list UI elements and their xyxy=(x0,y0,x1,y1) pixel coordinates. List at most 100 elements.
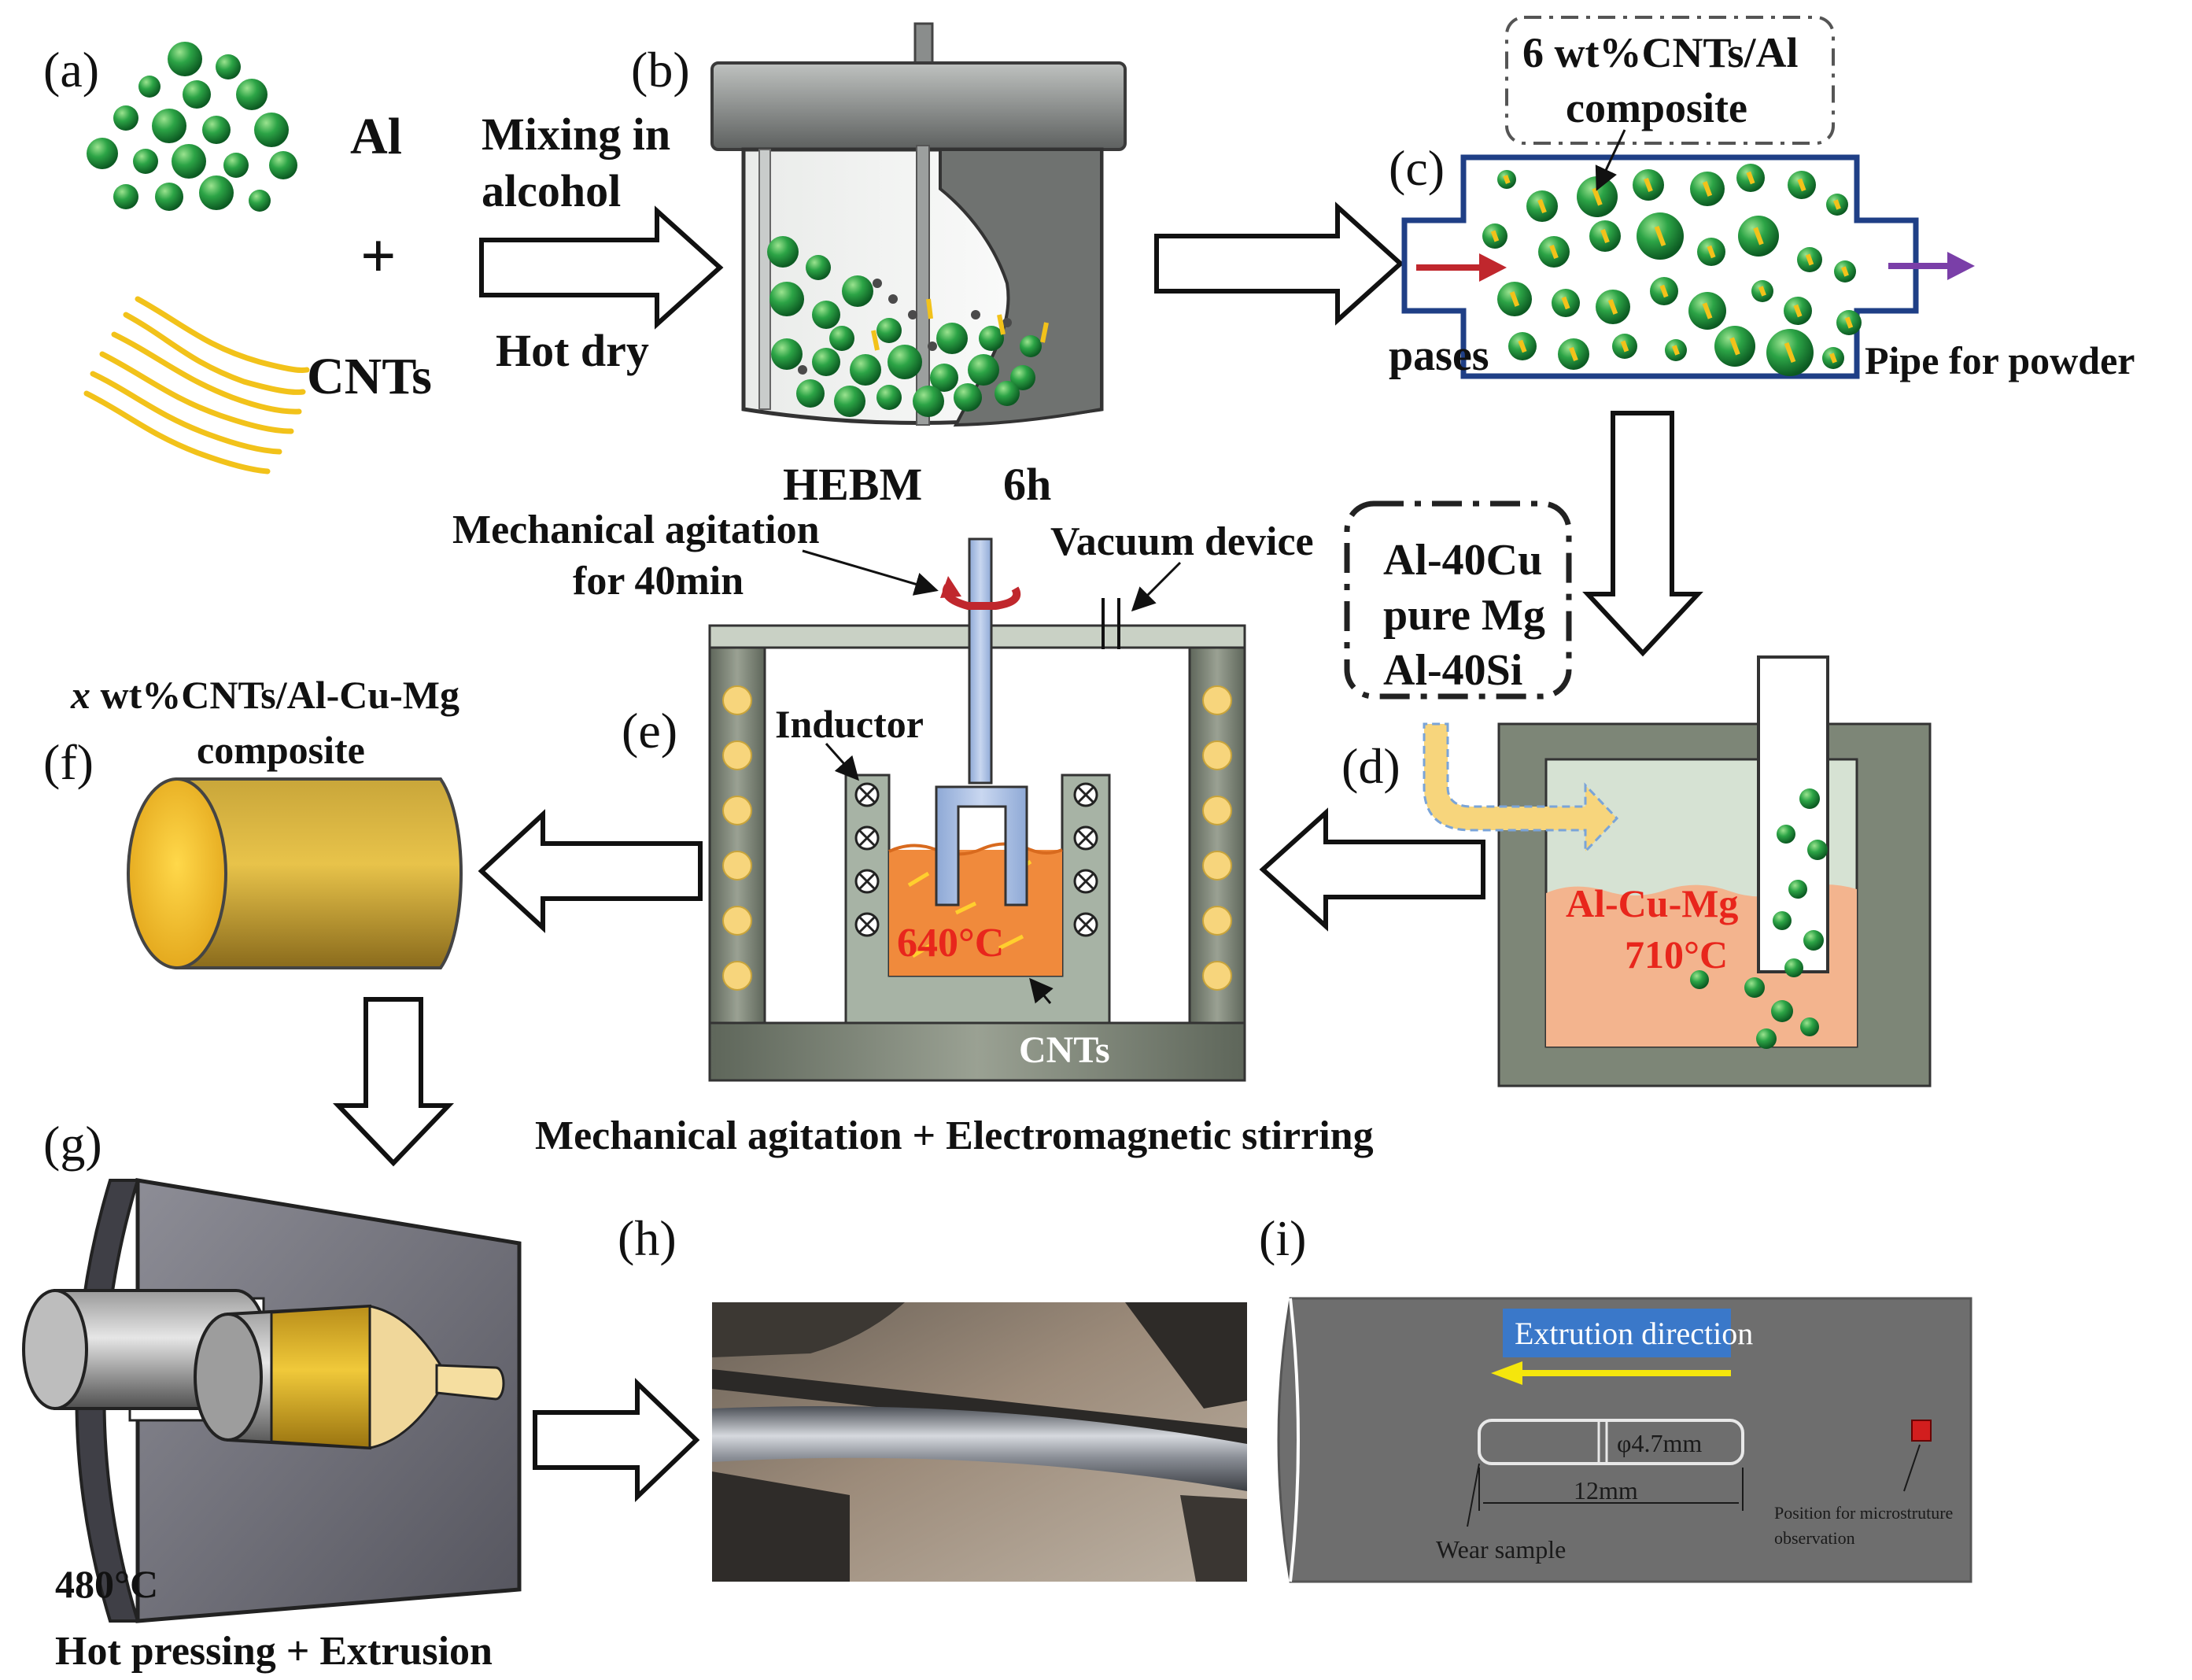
milling-ball xyxy=(930,364,958,392)
al-particle xyxy=(155,183,183,211)
direction-banner xyxy=(1503,1309,1731,1357)
vacuum-label: Vacuum device xyxy=(1050,519,1314,564)
direction-label: Extrution direction xyxy=(1515,1316,1753,1351)
arrow-c-to-d xyxy=(1582,411,1703,657)
milling-media xyxy=(798,365,807,375)
step-h-photo xyxy=(712,1302,1247,1582)
al-particle xyxy=(254,113,289,147)
stirring-paddle xyxy=(935,785,1028,906)
addition-line2: pure Mg xyxy=(1383,591,1545,640)
addition-arrow xyxy=(1423,722,1619,855)
falling-particles xyxy=(1690,788,1828,1049)
stirring-caption: Mechanical agitation + Electromagnetic s… xyxy=(535,1113,1374,1158)
arrow-d-to-e xyxy=(1259,807,1485,932)
melt-e-temp: 640°C xyxy=(897,921,1004,966)
composite-cylinder xyxy=(175,777,463,969)
diameter-label: φ4.7mm xyxy=(1617,1429,1702,1457)
milling-ball xyxy=(1020,335,1042,357)
coil-cross-mark xyxy=(858,916,876,933)
feeding-tube xyxy=(1757,655,1829,973)
panel-label-g: (g) xyxy=(43,1116,102,1172)
falling-particle xyxy=(1784,958,1803,977)
cnt-fragment xyxy=(926,298,933,319)
extrusion-caption: Hot pressing + Extrusion xyxy=(55,1629,493,1674)
falling-particle xyxy=(1771,1000,1793,1022)
panel-labels: (a) (b) (c) (d) (e) (f) (g) (h) (i) xyxy=(43,42,1445,1266)
milling-ball xyxy=(829,326,854,351)
arrow-g-to-h xyxy=(533,1377,700,1503)
cnt-fragment xyxy=(1844,316,1854,329)
al-particle xyxy=(216,54,241,79)
inlet-red-arrow xyxy=(1416,253,1507,282)
step-f-composite: x wt%CNTs/Al-Cu-Mg composite xyxy=(70,673,463,969)
stirring-rod xyxy=(968,537,993,785)
coil-cross-mark xyxy=(858,786,876,803)
falling-particle xyxy=(1788,880,1807,899)
falling-particle xyxy=(1807,840,1828,860)
composite-cylinder-face xyxy=(127,777,227,969)
composite-f-title-line1: x wt%CNTs/Al-Cu-Mg xyxy=(70,673,459,717)
arrow-a-to-b: Mixing in alcohol Hot dry xyxy=(479,109,724,376)
milling-ball xyxy=(812,348,840,376)
al-particle xyxy=(202,116,231,144)
mixing-label-line1: Mixing in xyxy=(482,109,670,160)
composite-title-line2: composite xyxy=(1566,84,1747,131)
cnt-fragment xyxy=(1784,342,1796,364)
melt-d-label: Al-Cu-Mg xyxy=(1566,881,1738,925)
panel-label-e: (e) xyxy=(622,703,677,759)
al-particle xyxy=(223,153,249,178)
milling-ball xyxy=(936,323,968,354)
milling-ball xyxy=(954,383,982,412)
arrow-e-to-f xyxy=(478,809,703,933)
cnt-fragment xyxy=(1702,302,1713,319)
heating-elements-right xyxy=(1202,685,1232,991)
panel-label-d: (d) xyxy=(1341,738,1400,794)
milling-balls xyxy=(767,236,1049,417)
cnt-fragment xyxy=(1607,299,1618,315)
milling-media xyxy=(888,294,898,304)
hebm-label: HEBM xyxy=(783,459,922,510)
al-particle xyxy=(269,151,297,179)
cnt-fragment xyxy=(1490,230,1500,242)
cnt-fragment xyxy=(997,314,1006,335)
arrow-f-to-g xyxy=(332,997,455,1167)
panel-label-i: (i) xyxy=(1259,1210,1306,1266)
length-label: 12mm xyxy=(1574,1476,1638,1505)
melt-d-temp: 710°C xyxy=(1625,932,1728,977)
milling-media xyxy=(873,279,882,288)
cnt-fragment xyxy=(1509,291,1520,307)
milling-ball xyxy=(888,345,922,379)
panel-label-h: (h) xyxy=(618,1210,677,1266)
milling-media xyxy=(928,342,937,351)
milling-ball xyxy=(796,379,825,408)
cnt-fragment xyxy=(1672,345,1680,356)
milling-ball xyxy=(876,318,902,343)
coil-cross-mark xyxy=(1077,786,1094,803)
outlet-purple-arrow xyxy=(1888,252,1975,280)
pases-label: pases xyxy=(1389,331,1489,380)
heating-elements-left xyxy=(722,685,752,991)
cnts-e-label: CNTs xyxy=(1019,1029,1110,1071)
extrusion-temp: 480°C xyxy=(55,1562,158,1606)
al-particle xyxy=(152,109,186,143)
al-particle xyxy=(168,42,202,76)
agitation-line1: Mechanical agitation xyxy=(452,508,820,552)
cnt-fragment xyxy=(871,330,880,351)
mixing-label-line2: alcohol xyxy=(482,165,621,216)
cnt-fragment xyxy=(1040,322,1049,343)
milling-ball xyxy=(876,385,902,410)
coil-cross-mark xyxy=(1077,829,1094,847)
cnt-fragment xyxy=(1797,178,1806,192)
cnt-fragment xyxy=(1561,296,1570,310)
cnts-label: CNTs xyxy=(307,348,432,405)
cnt-fragment xyxy=(1833,199,1841,210)
milling-ball xyxy=(812,301,840,329)
cnt-fragment xyxy=(1569,346,1578,362)
cnt-fragment xyxy=(1793,304,1803,318)
position-label-line1: Position for microstruture xyxy=(1774,1503,1953,1523)
extruded-rod-photo xyxy=(712,1406,1247,1491)
coil-cross-mark xyxy=(1077,916,1094,933)
position-label-line2: observation xyxy=(1774,1528,1855,1548)
al-particle xyxy=(113,105,138,131)
